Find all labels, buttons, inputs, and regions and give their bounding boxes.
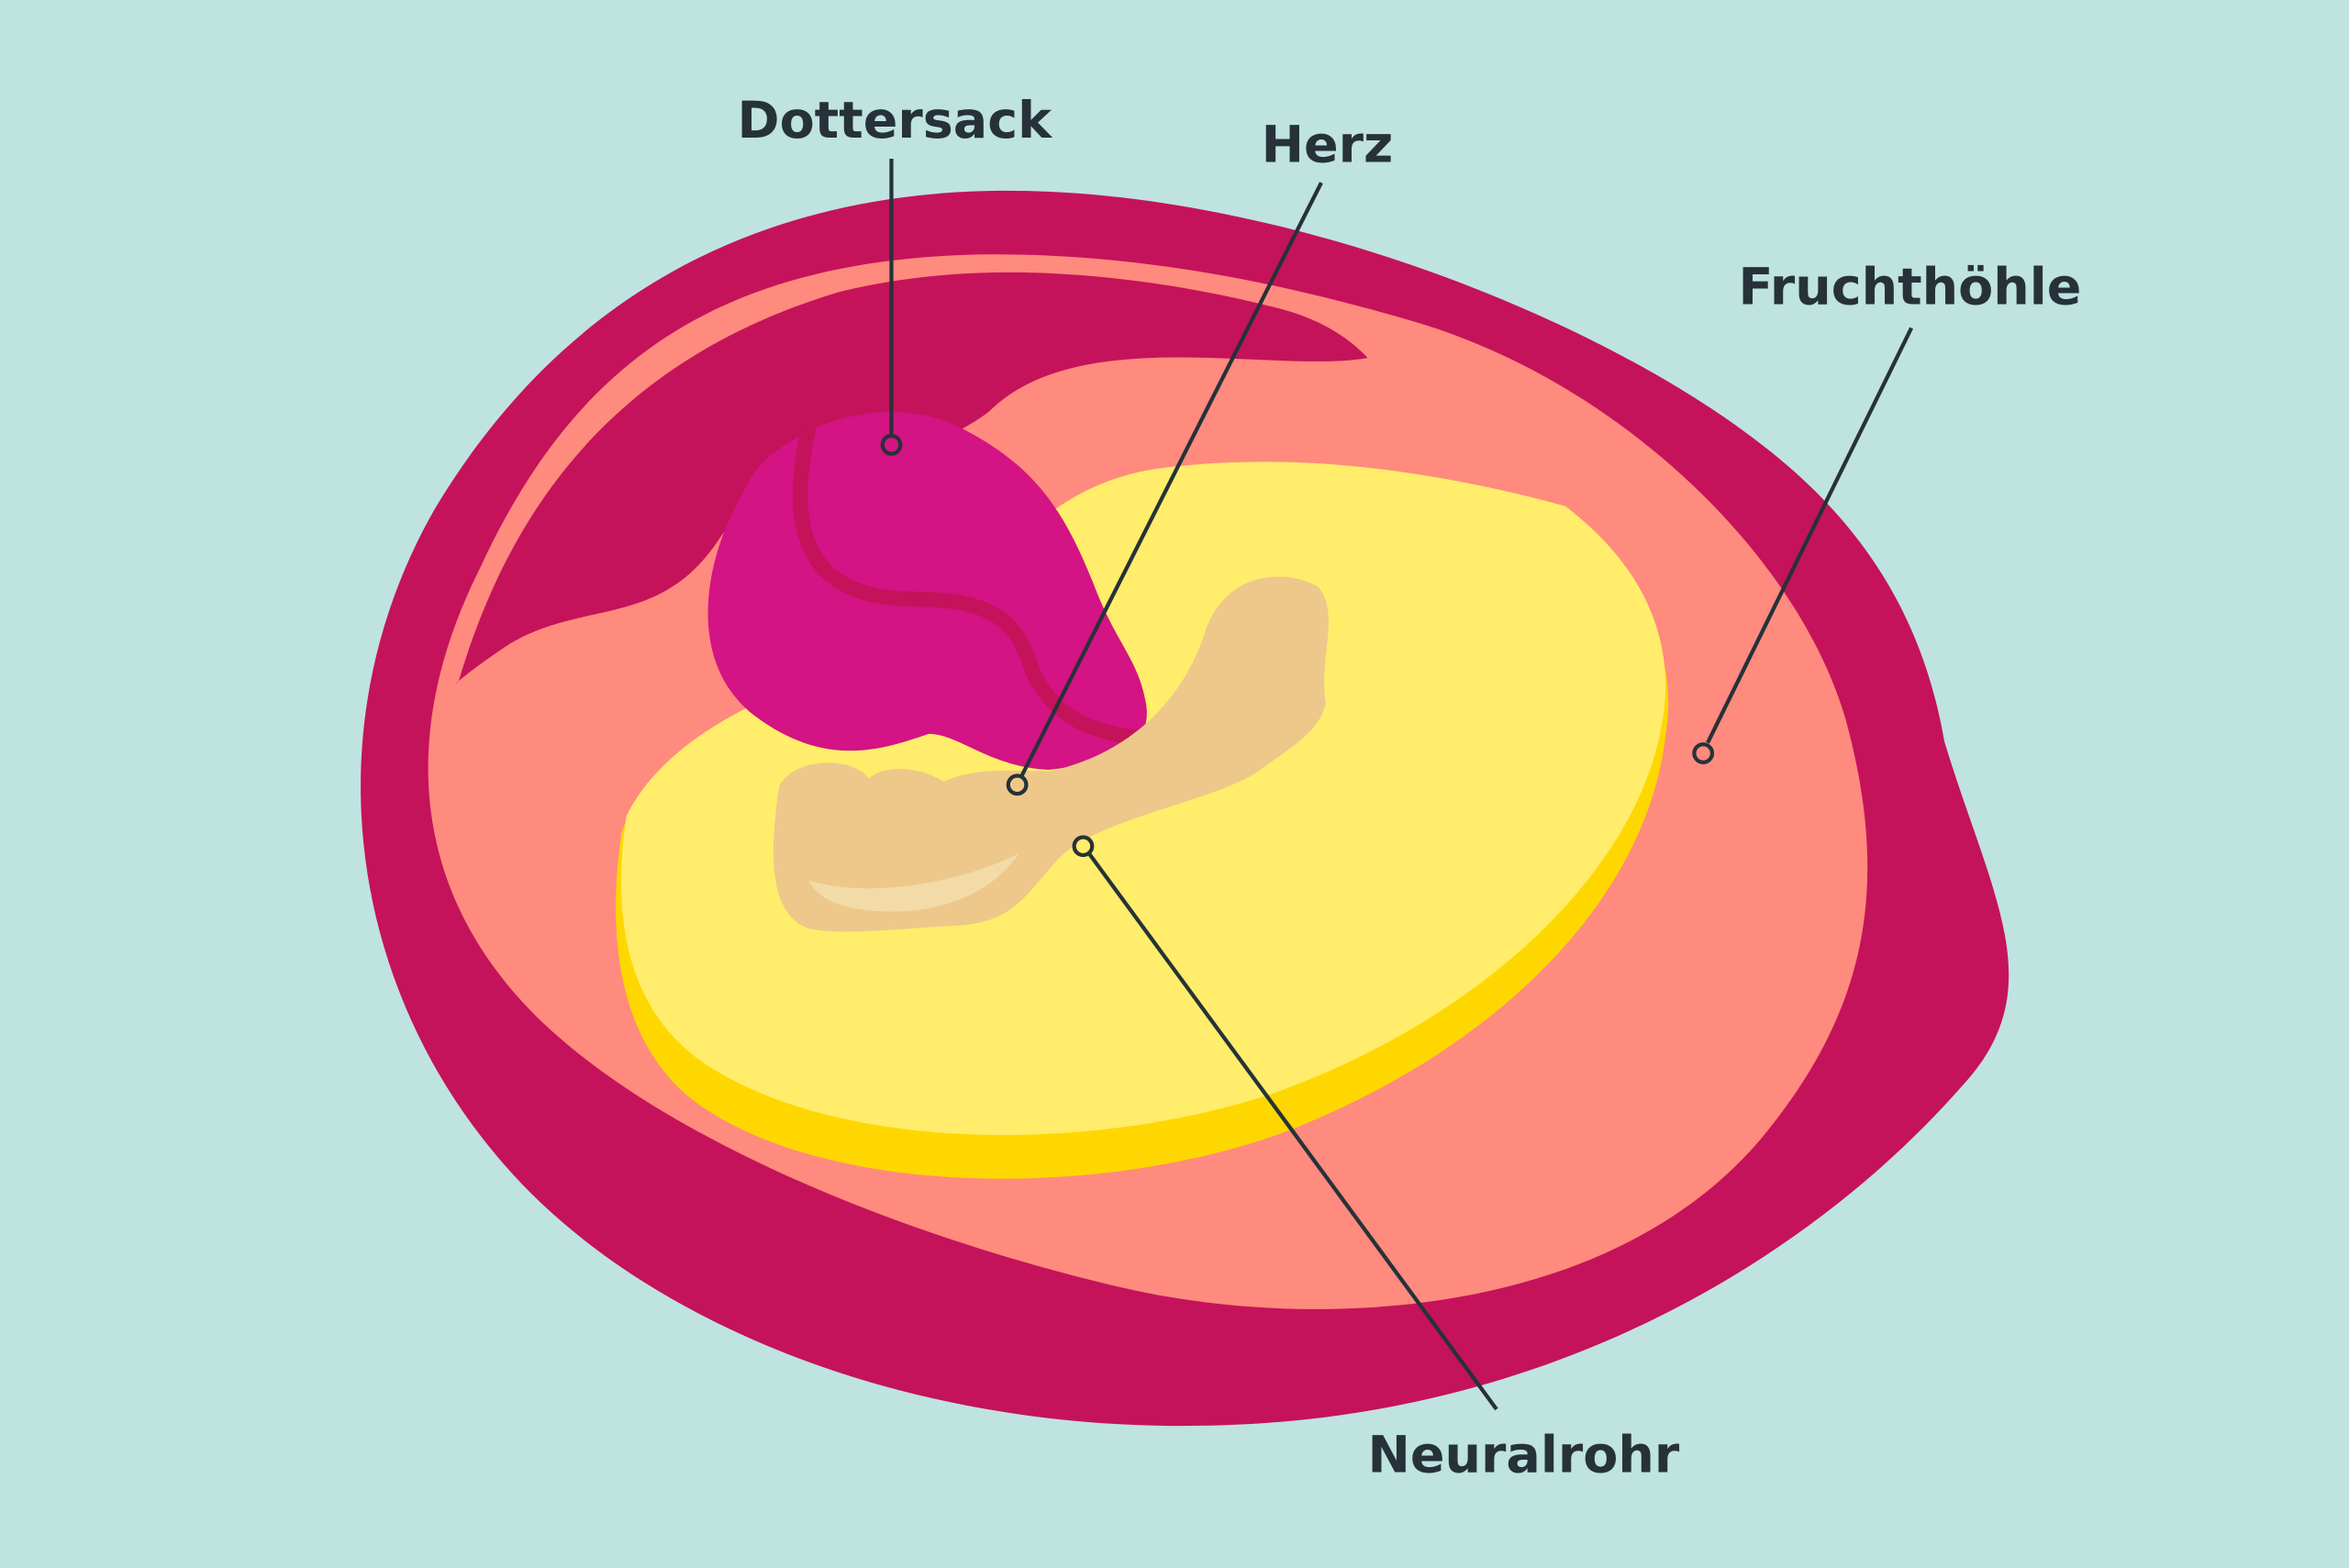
label-neural-tube: Neuralrohr — [1367, 1426, 1679, 1485]
cavity-marker — [1692, 742, 1715, 764]
vitelline-duct — [793, 425, 1147, 746]
neural-tube-marker — [1072, 835, 1095, 858]
embryo — [773, 576, 1329, 932]
label-amniotic-cavity: Fruchthöhle — [1738, 257, 2081, 317]
chorion-fold — [456, 272, 1368, 684]
embryo-highlight — [808, 853, 1019, 912]
label-heart: Herz — [1262, 115, 1394, 174]
neural-tube-leader — [1087, 852, 1498, 1411]
label-yolk-sac: Dottersack — [738, 91, 1053, 150]
yolk-sac-marker — [880, 433, 903, 456]
cavity-leader — [1706, 327, 1913, 744]
heart-marker — [1006, 773, 1029, 796]
heart-leader — [1019, 182, 1323, 777]
